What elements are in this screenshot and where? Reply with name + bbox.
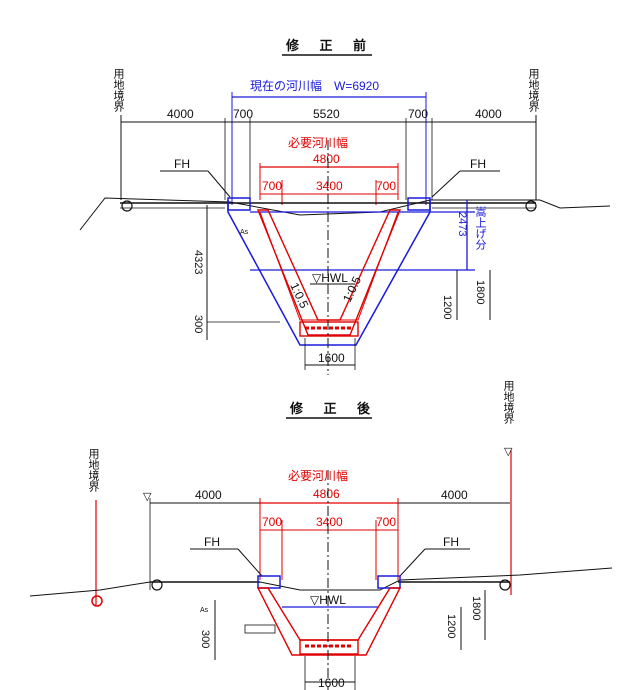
after-title: 修 正 後 bbox=[289, 401, 378, 417]
after-fh-right-leader bbox=[399, 548, 426, 577]
after-dim-right: 4000 bbox=[441, 488, 468, 502]
after-dim-left: 4000 bbox=[195, 488, 222, 502]
after-dim-bottom: 1600 bbox=[318, 676, 345, 690]
before-as-label: As bbox=[240, 229, 249, 236]
after-dim-1800: 1800 bbox=[470, 596, 482, 620]
before-fh-right: FH bbox=[470, 157, 486, 171]
after-boundary-left: 用地境界 bbox=[87, 448, 100, 493]
before-channel-bottom bbox=[299, 321, 359, 337]
before-red-700-left: 700 bbox=[262, 179, 282, 193]
before-dim-right: 4000 bbox=[475, 107, 502, 121]
before-fh-right-leader bbox=[431, 170, 461, 198]
before-dim-left: 4000 bbox=[167, 107, 194, 121]
before-guard-post-left bbox=[121, 200, 133, 212]
after-dim-300: 300 bbox=[199, 630, 211, 648]
after-red-center: 3400 bbox=[316, 515, 343, 529]
after-small-callout bbox=[244, 624, 276, 634]
before-red-700-right: 700 bbox=[376, 179, 396, 193]
after-fh-left: FH bbox=[204, 535, 220, 549]
before-required-width-label: 必要河川幅 bbox=[288, 135, 348, 150]
after-dim-1200: 1200 bbox=[445, 614, 457, 638]
after-required-width-label: 必要河川幅 bbox=[288, 468, 348, 483]
before-new-channel-inner bbox=[259, 211, 399, 321]
before-dim-700-right: 700 bbox=[408, 107, 428, 121]
before-current-width-label: 現在の河川幅 W=6920 bbox=[250, 78, 379, 93]
before-dim-700-left: 700 bbox=[233, 107, 253, 121]
after-channel-bottom bbox=[299, 639, 359, 655]
after-red-700-right: 700 bbox=[376, 515, 396, 529]
before-dim-1200: 1200 bbox=[441, 295, 453, 319]
after-marker-left: ▽ bbox=[143, 491, 152, 503]
before-guard-post-right bbox=[525, 200, 537, 212]
after-boundary-marker: ▽ bbox=[504, 446, 513, 458]
before-title: 修 正 前 bbox=[285, 38, 374, 54]
after-parapet-left bbox=[257, 575, 281, 589]
after-new-channel bbox=[256, 587, 402, 656]
after-required-width-value: 4806 bbox=[313, 487, 340, 501]
after-guard-post-right bbox=[499, 579, 511, 591]
after-red-700-left: 700 bbox=[262, 515, 282, 529]
before-fh-left: FH bbox=[174, 157, 190, 171]
after-guard-post-left bbox=[151, 579, 163, 591]
before-dim-center: 5520 bbox=[313, 107, 340, 121]
before-section: 修 正 前 用地境界 用地境界 現在の河川幅 W=6920 4000 700 5… bbox=[79, 38, 611, 375]
before-fh-left-leader bbox=[207, 170, 231, 198]
after-section: 修 正 後 用地境界 用地境界 ▽ ▽ 必要河川幅 4806 4000 4000… bbox=[29, 380, 613, 690]
before-dim-bottom: 1600 bbox=[318, 351, 345, 365]
after-parapet-right bbox=[377, 575, 401, 589]
before-raise-dim: 2473 bbox=[456, 212, 468, 236]
before-dim-1800: 1800 bbox=[474, 280, 486, 304]
after-as-label: As bbox=[200, 607, 209, 614]
before-boundary-left: 用地境界 bbox=[112, 68, 125, 113]
after-boundary-post-left bbox=[91, 595, 103, 607]
before-parapet-right bbox=[407, 197, 431, 211]
after-fh-left-leader bbox=[237, 548, 263, 577]
before-required-width-value: 4800 bbox=[313, 152, 340, 166]
before-dim-4323: 4323 bbox=[192, 250, 204, 274]
before-red-center: 3400 bbox=[316, 179, 343, 193]
before-parapet-left bbox=[227, 197, 251, 211]
before-raise-label: 嵩上げ分 bbox=[474, 206, 487, 250]
after-fh-right: FH bbox=[443, 535, 459, 549]
after-ground-line bbox=[29, 567, 613, 597]
after-boundary-right: 用地境界 bbox=[502, 380, 515, 425]
before-hwl: ▽HWL bbox=[312, 271, 348, 285]
before-boundary-right: 用地境界 bbox=[527, 68, 540, 113]
after-hwl: ▽HWL bbox=[310, 593, 346, 607]
before-new-channel bbox=[256, 209, 402, 336]
before-dim-300: 300 bbox=[192, 315, 204, 333]
